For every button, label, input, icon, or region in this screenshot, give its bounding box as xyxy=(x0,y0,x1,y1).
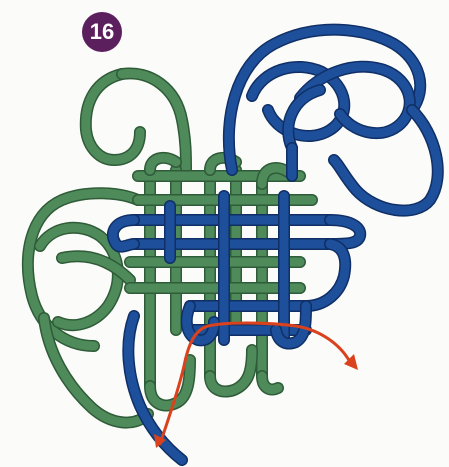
green-top-loop xyxy=(86,74,140,160)
blue-cord xyxy=(113,30,438,460)
green-left-inner-loop xyxy=(40,228,118,325)
blue-top-right-outer-loop xyxy=(229,30,420,170)
blue-left-end-loop xyxy=(113,220,134,247)
